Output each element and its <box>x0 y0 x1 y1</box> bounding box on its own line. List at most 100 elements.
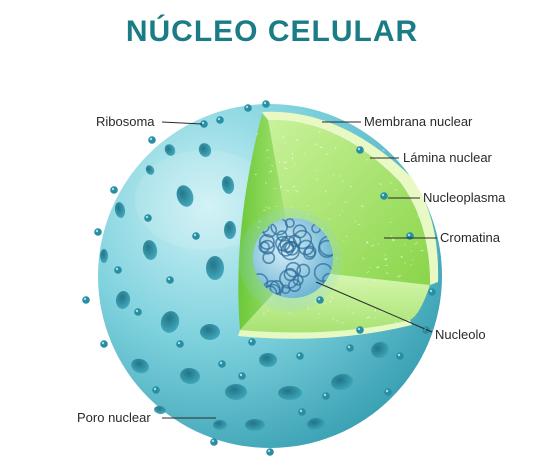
nuclear-pore <box>176 185 194 207</box>
chromatin-fiber <box>405 138 409 140</box>
chromatin-fiber <box>295 139 300 142</box>
page-title: NÚCLEO CELULAR <box>126 14 418 48</box>
chromatin-fiber <box>331 297 334 299</box>
chromatin-fiber <box>365 159 368 161</box>
nucleolus-fiber <box>292 274 304 286</box>
chromatin-fiber <box>266 157 270 159</box>
ribosome-highlight <box>95 229 99 233</box>
ribosome-dot <box>114 266 122 274</box>
chromatin-fiber <box>416 146 419 149</box>
chromatin-fiber <box>373 279 376 282</box>
chromatin-fiber <box>385 272 389 274</box>
chromatin-fiber <box>389 221 392 224</box>
chromatin-fiber <box>303 152 306 155</box>
ribosome-highlight <box>263 101 267 105</box>
chromatin-fiber <box>313 143 317 146</box>
ribosome-highlight <box>297 353 301 357</box>
nucleolus-fiber <box>292 229 313 250</box>
nuclear-pore <box>114 202 126 218</box>
chromatin-fiber <box>328 202 331 205</box>
ribosome-dot <box>216 116 224 124</box>
chromatin-fiber <box>380 155 384 158</box>
nucleolus-fiber <box>317 239 333 258</box>
ribosome-highlight <box>111 187 115 191</box>
ribosome-highlight <box>135 309 139 313</box>
nucleolus-fiber <box>260 239 275 255</box>
ribosome-dot <box>298 408 306 416</box>
chromatin-fiber <box>269 170 273 173</box>
chromatin-fiber <box>318 130 322 133</box>
ribosome-dot <box>316 296 324 304</box>
chromatin-fiber <box>403 244 407 246</box>
ribosome-dot <box>218 360 226 368</box>
label-poro-nuclear: Poro nuclear <box>77 410 151 425</box>
chromatin-fiber <box>414 242 418 245</box>
chromatin-fiber <box>384 257 388 261</box>
chromatin-fiber <box>341 180 344 182</box>
ribosome-dot <box>82 296 90 304</box>
chromatin-fiber <box>262 209 266 212</box>
chromatin-fiber <box>292 185 295 188</box>
nuclear-pore <box>213 420 227 430</box>
nuclear-pore <box>224 221 236 239</box>
chromatin-fiber <box>351 312 355 314</box>
nucleolus-fiber <box>258 241 270 253</box>
chromatin-fiber <box>338 214 341 216</box>
chromatin-fiber <box>366 241 368 244</box>
nucleolus-fiber <box>296 263 311 278</box>
chromatin-fiber <box>345 235 348 238</box>
ribosome-dot <box>144 214 152 222</box>
ribosome-dot <box>238 372 246 380</box>
chromatin-fiber <box>396 275 400 278</box>
ribosome-dot <box>428 288 436 296</box>
chromatin-fiber <box>377 243 380 246</box>
chromatin-fiber <box>417 215 420 217</box>
chromatin-fiber <box>265 206 267 209</box>
chromatin-fiber <box>279 161 281 164</box>
nucleolus-fiber <box>262 251 276 265</box>
ribosome-highlight <box>299 409 303 413</box>
nuclear-pore <box>278 386 302 400</box>
ribosome-dot <box>134 308 142 316</box>
leader-lines <box>161 121 437 419</box>
ribosome-highlight <box>357 327 361 331</box>
chromatin-fiber <box>370 244 375 247</box>
chromatin-fiber <box>332 318 335 320</box>
chromatin-fiber <box>340 322 344 324</box>
nuclear-pore <box>154 405 166 415</box>
ribosome-highlight <box>177 341 181 345</box>
chromatin-fiber <box>336 131 338 134</box>
nucleolus-fiber <box>277 239 295 257</box>
chromatin-fiber <box>382 149 385 152</box>
chromatin-fiber <box>420 250 424 252</box>
ribosome-highlight <box>239 373 243 377</box>
chromatin-fiber <box>323 303 327 305</box>
chromatin-fiber <box>266 149 269 152</box>
chromatin-fiber <box>372 152 375 155</box>
chromatin-fiber <box>333 132 336 135</box>
label-nucleolo: Nucleolo <box>435 327 486 342</box>
chromatin-fiber <box>324 190 327 193</box>
chromatin-fiber <box>291 152 294 155</box>
chromatin-fiber <box>341 210 344 212</box>
chromatin-fiber <box>344 201 348 203</box>
chromatin-fiber <box>360 205 364 208</box>
ribosome-highlight <box>347 345 351 349</box>
chromatin-fiber <box>328 218 330 221</box>
chromatin-fiber <box>379 183 382 185</box>
ribosome-highlight <box>145 215 149 219</box>
chromatin-fiber <box>354 220 358 223</box>
ribosome-highlight <box>193 233 197 237</box>
chromatin-fiber <box>284 142 286 145</box>
nucleolus-fiber <box>276 230 288 242</box>
ribosome-dot <box>406 232 414 240</box>
chromatin-fiber <box>337 238 339 240</box>
chromatin-fiber <box>271 164 274 167</box>
ribosome-highlight <box>407 233 411 237</box>
chromatin-fiber <box>326 153 328 156</box>
nucleolus-fiber <box>258 234 275 250</box>
nuclear-pore <box>259 353 277 367</box>
ribosome-highlight <box>397 353 401 357</box>
chromatin-fiber <box>368 266 372 269</box>
chromatin-fiber <box>286 190 290 192</box>
